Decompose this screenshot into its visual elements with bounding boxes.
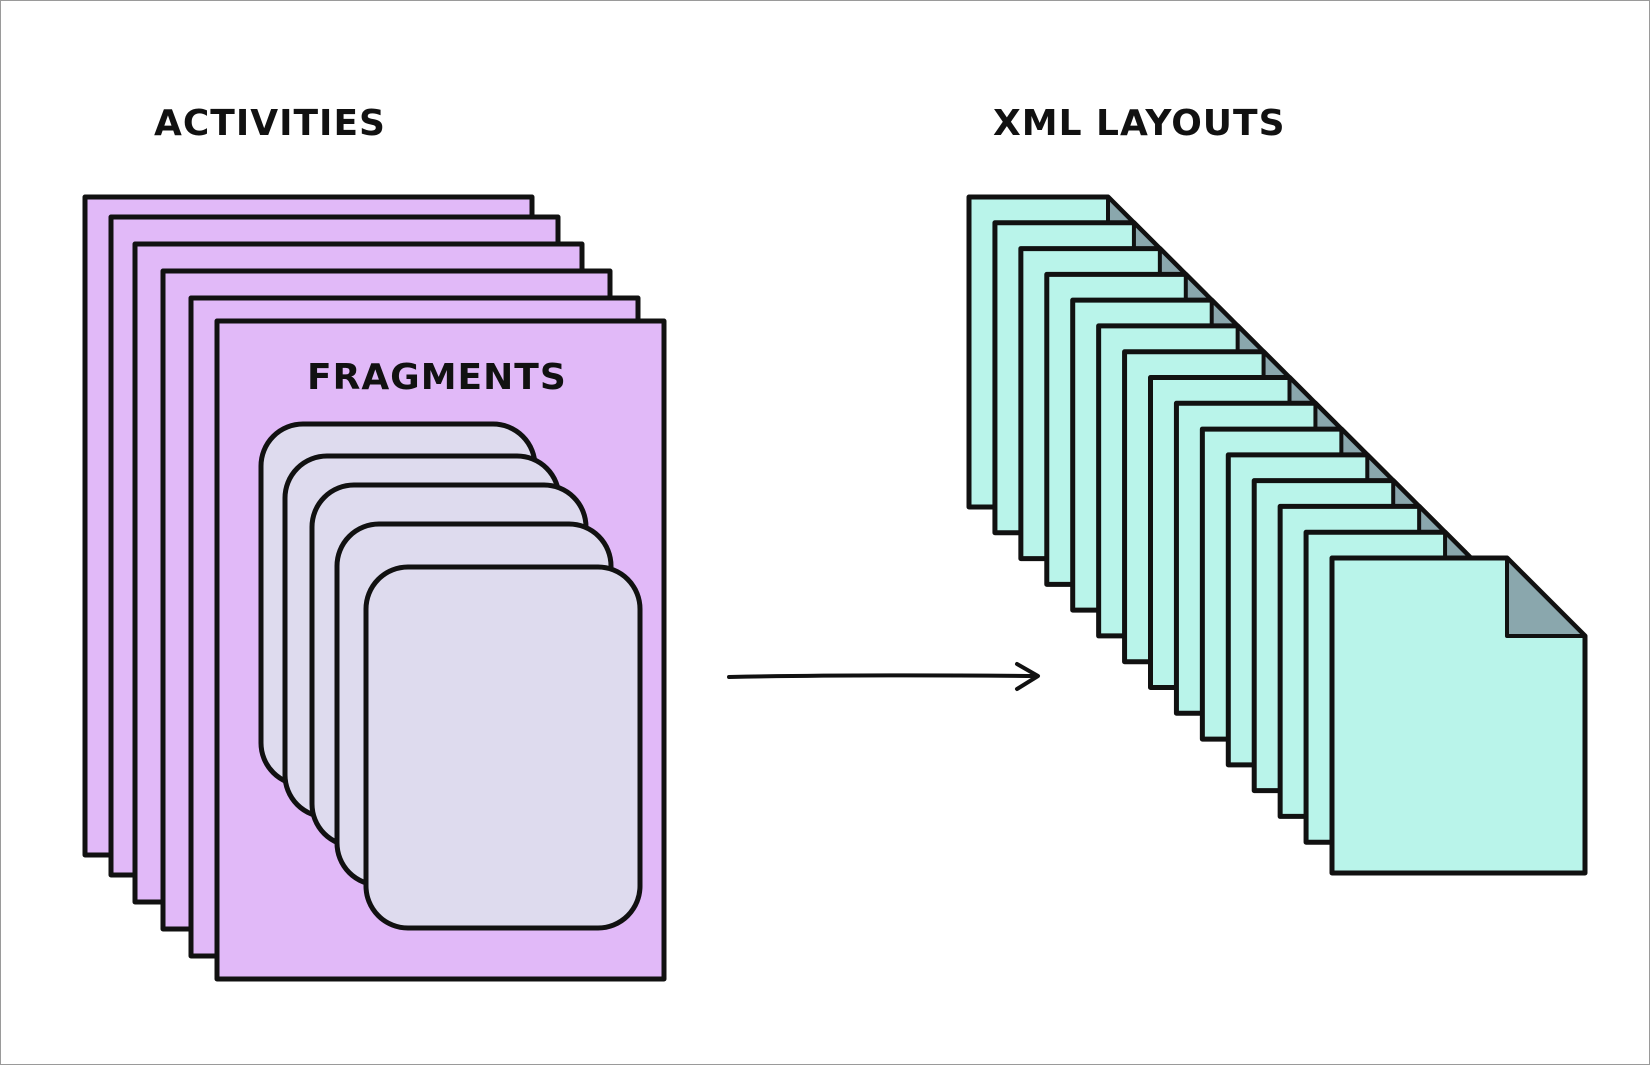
fragments-label: FRAGMENTS: [307, 357, 567, 398]
arrow: [727, 662, 1040, 691]
layouts-stack: [966, 194, 1588, 876]
document-fold-corner: [1505, 556, 1587, 638]
xml-layouts-label: XML LAYOUTS: [993, 103, 1286, 144]
fragments-stack: [258, 421, 643, 931]
fragment-card-front: [363, 564, 643, 931]
activities-label: ACTIVITIES: [154, 103, 386, 144]
